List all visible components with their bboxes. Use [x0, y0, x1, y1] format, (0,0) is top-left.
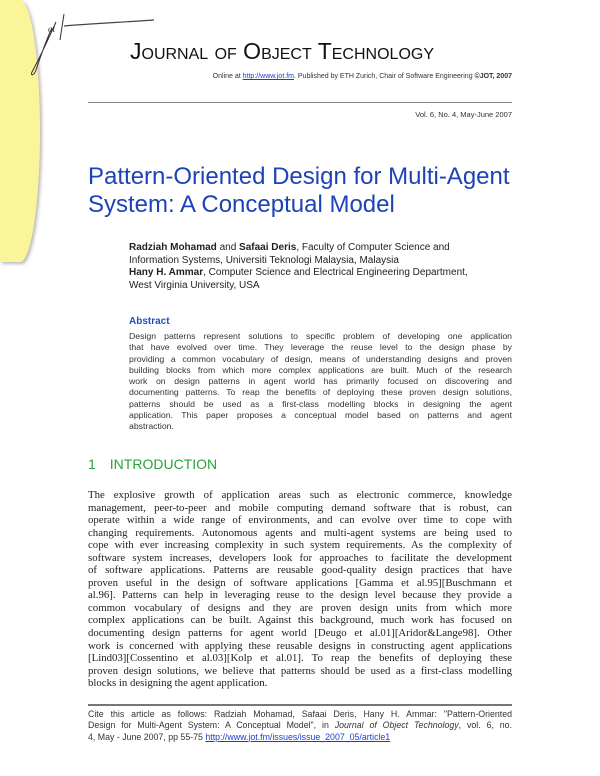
text-line: work is concerned with applying these re…	[88, 639, 512, 652]
abstract-text: Design patterns represent solutions to s…	[129, 331, 512, 433]
publication-info: Online at http://www.jot.fm. Published b…	[150, 73, 512, 80]
text-line: operate within a wide range of environme…	[88, 514, 512, 527]
conjunction: and	[216, 242, 240, 253]
citation-text: 4, May - June 2007, pp 55-75	[88, 731, 206, 742]
citation-divider	[88, 704, 512, 706]
citation-text: , vol. 6, no.	[458, 720, 513, 731]
journal-logo-backdrop	[0, 0, 40, 262]
text-line: proven design solutions, we believe that…	[88, 664, 512, 677]
citation-text: Design for Multi-Agent System: A Concept…	[88, 720, 335, 731]
affiliation: West Virginia University, USA	[129, 279, 260, 291]
jot-logo: ot	[31, 13, 155, 76]
citation-line: Cite this article as follows: Radziah Mo…	[88, 709, 512, 719]
text-line: cope with ever increasing complexity in …	[88, 539, 512, 552]
section-number: 1	[88, 456, 96, 472]
online-prefix: Online at	[212, 73, 243, 80]
citation-block: Cite this article as follows: Radziah Mo…	[88, 709, 512, 743]
svg-text:ot: ot	[48, 24, 56, 34]
volume-info: Vol. 6, No. 4, May-June 2007	[415, 110, 512, 119]
journal-title: Journal of Object Technology	[130, 38, 435, 64]
title-line: Pattern-Oriented Design for Multi-Agent	[88, 163, 510, 190]
section-heading: 1 INTRODUCTION	[88, 456, 217, 472]
author-name: Radziah Mohamad	[129, 242, 217, 253]
text-line: changing requirements. Autonomous agents…	[88, 526, 512, 539]
text-line: work on design patterns in agent world h…	[129, 376, 512, 387]
text-line: building blocks from which more complex …	[129, 364, 512, 375]
abstract-heading: Abstract	[129, 316, 170, 327]
article-link[interactable]: http://www.jot.fm/issues/issue_2007_05/a…	[205, 731, 391, 742]
text-line: management, peer-to-peer and mobile comp…	[88, 501, 512, 514]
text-line: documenting patterns. To reap the benefi…	[129, 387, 512, 398]
text-line: proven useful in the design of software …	[88, 576, 512, 589]
publisher-text: . Published by ETH Zurich, Chair of Soft…	[294, 73, 475, 80]
copyright: ©JOT, 2007	[474, 73, 512, 80]
text-line: common vocabulary of designs and they ar…	[88, 601, 512, 614]
affiliation: Information Systems, Universiti Teknolog…	[129, 254, 399, 266]
header-divider	[88, 102, 512, 103]
text-line: complex applications can be built. Again…	[88, 614, 512, 627]
author-name: Hany H. Ammar	[129, 267, 204, 279]
text-line: of software applications. Patterns are r…	[88, 564, 512, 577]
section-title: INTRODUCTION	[109, 456, 218, 472]
text-line: Design patterns represent solutions to s…	[129, 331, 512, 341]
text-line: [Lind03][Cossentino et al.03][Kolp et al…	[88, 652, 512, 665]
text-line: abstraction.	[129, 421, 174, 432]
text-line: providing a common vocabulary of design,…	[129, 353, 512, 364]
text-line: software system increases, developers lo…	[88, 551, 512, 564]
author-name: Safaai Deris	[239, 242, 297, 253]
citation-journal: Journal of Object Technology	[334, 720, 459, 731]
journal-link[interactable]: http://www.jot.fm	[242, 73, 294, 80]
text-line: The explosive growth of application area…	[88, 489, 512, 501]
affiliation: , Faculty of Computer Science and	[296, 242, 450, 253]
author-block: Radziah Mohamad and Safaai Deris, Facult…	[129, 242, 512, 292]
text-line: patterns should be used as a first-class…	[129, 398, 512, 409]
text-line: al.96]. Patterns can help in leveraging …	[88, 589, 512, 602]
text-line: that have evolved over time. They levera…	[129, 342, 512, 353]
title-line: System: A Conceptual Model	[88, 191, 395, 218]
article-title: Pattern-Oriented Design for Multi-Agent …	[88, 163, 512, 219]
body-text: The explosive growth of application area…	[88, 489, 512, 690]
text-line: documenting design patterns for agent wo…	[88, 627, 512, 640]
text-line: blocks in designing the agent applicatio…	[88, 677, 268, 690]
text-line: application. This paper proposes a conce…	[129, 410, 512, 421]
affiliation: , Computer Science and Electrical Engine…	[203, 267, 468, 279]
